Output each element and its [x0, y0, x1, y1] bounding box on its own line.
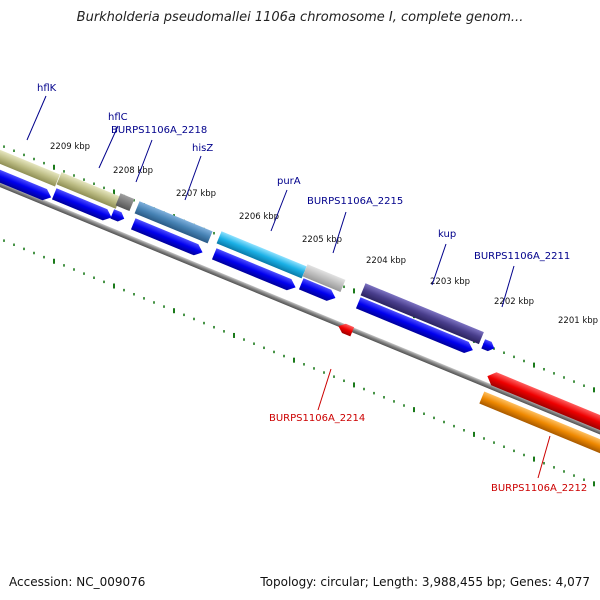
gene-burps1106a-2214[interactable]: [336, 321, 355, 337]
label-hisz[interactable]: hisZ: [192, 143, 213, 154]
cds-arrow[interactable]: [298, 278, 338, 303]
kbp-label: 2208 kbp: [113, 166, 153, 176]
chromosome-backbone: [0, 174, 600, 446]
cds-arrow[interactable]: [110, 209, 126, 223]
kbp-label: 2202 kbp: [494, 297, 534, 307]
forward-gene-labels: hflK hflC BURPS1106A_2218 hisZ purA BURP…: [37, 83, 570, 262]
gene-hflk[interactable]: [0, 146, 60, 187]
gene-burps1106a-2218[interactable]: [115, 193, 135, 212]
label-hflk[interactable]: hflK: [37, 83, 57, 94]
forward-genes: [0, 146, 484, 345]
accession-text: Accession: NC_009076: [9, 575, 146, 589]
gene-pura[interactable]: [216, 231, 307, 279]
kbp-label: 2204 kbp: [366, 256, 406, 266]
label-hflc[interactable]: hflC: [108, 112, 128, 123]
cds-arrow[interactable]: [211, 248, 298, 293]
cds-arrow[interactable]: [51, 188, 114, 223]
kbp-label: 2209 kbp: [50, 142, 90, 152]
cds-arrow[interactable]: [0, 166, 53, 203]
label-burps1106a-2211[interactable]: BURPS1106A_2211: [474, 251, 570, 262]
kbp-label: 2205 kbp: [302, 235, 342, 245]
reverse-tick-track: [3, 239, 595, 487]
cds-arrow[interactable]: [355, 297, 475, 355]
kbp-ruler-labels: 2209 kbp 2208 kbp 2207 kbp 2206 kbp 2205…: [50, 142, 598, 326]
forward-cds-arrows: [0, 166, 496, 355]
gene-hisz[interactable]: [134, 201, 213, 244]
gene-burps1106a-2212[interactable]: [479, 391, 600, 457]
kbp-label: 2206 kbp: [239, 212, 279, 222]
label-burps1106a-2215[interactable]: BURPS1106A_2215: [307, 196, 403, 207]
genome-stats-text: Topology: circular; Length: 3,988,455 bp…: [260, 575, 590, 589]
gene-burps1106a-2211[interactable]: [481, 339, 496, 353]
gene-kup[interactable]: [360, 283, 484, 345]
kbp-label: 2207 kbp: [176, 189, 216, 199]
label-burps1106a-2218[interactable]: BURPS1106A_2218: [111, 125, 207, 136]
label-burps1106a-2214[interactable]: BURPS1106A_2214: [269, 413, 365, 424]
kbp-label: 2201 kbp: [558, 316, 598, 326]
label-leader-lines: [26, 95, 551, 479]
reverse-genes: [336, 321, 600, 457]
gene-hflc[interactable]: [56, 172, 121, 209]
label-pura[interactable]: purA: [277, 176, 301, 187]
label-kup[interactable]: kup: [438, 229, 456, 240]
kbp-label: 2203 kbp: [430, 277, 470, 287]
label-burps1106a-2212[interactable]: BURPS1106A_2212: [491, 483, 587, 494]
map-title: Burkholderia pseudomallei 1106a chromoso…: [76, 10, 524, 25]
cds-arrow[interactable]: [130, 218, 205, 258]
gene-burps1106a-2212-arrow[interactable]: [485, 370, 600, 434]
reverse-gene-labels: BURPS1106A_2214 BURPS1106A_2212: [269, 413, 587, 494]
gene-burps1106a-2215[interactable]: [302, 264, 346, 292]
